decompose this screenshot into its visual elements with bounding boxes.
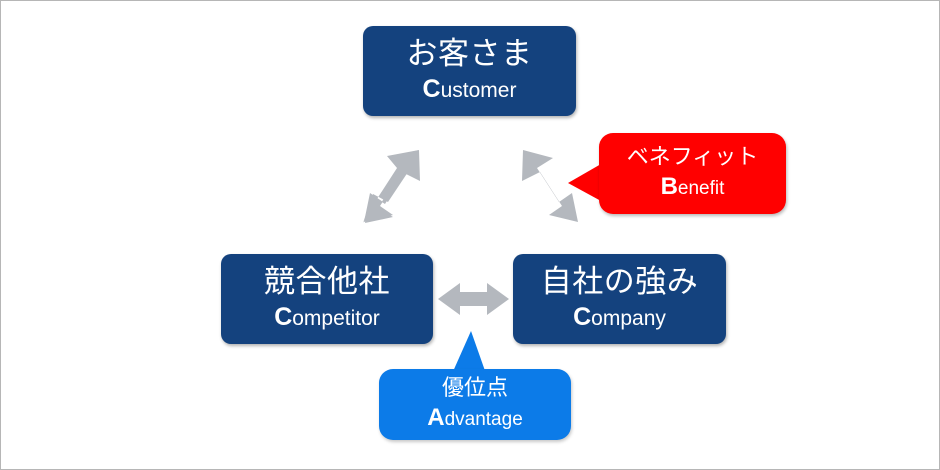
callout-benefit-en-rest: enefit	[677, 177, 725, 199]
node-competitor-en-initial: C	[274, 302, 293, 331]
node-customer-jp-label: お客さま	[406, 35, 533, 71]
node-competitor-en-rest: ompetitor	[292, 306, 380, 330]
node-customer-en-initial: C	[422, 74, 441, 103]
node-competitor-en-label: Competitor	[274, 301, 380, 334]
node-company-en-initial: C	[573, 302, 592, 331]
node-company-en-rest: ompany	[591, 306, 666, 330]
node-company-en-label: Company	[573, 301, 666, 334]
arrow-competitor-company	[438, 283, 509, 315]
callout-benefit-en-initial: B	[660, 172, 678, 200]
node-customer[interactable]: お客さま Customer	[363, 26, 576, 116]
callout-benefit-en-label: Benefit	[661, 172, 725, 202]
callout-advantage-en-rest: dvantage	[444, 408, 523, 430]
callout-benefit-jp-label: ベネフィット	[626, 144, 759, 170]
node-customer-en-rest: ustomer	[440, 78, 517, 102]
callout-advantage-jp-label: 優位点	[441, 375, 508, 401]
node-customer-en-label: Customer	[423, 73, 517, 106]
benefit-callout-tail	[568, 164, 601, 201]
arrow-customer-company	[522, 150, 578, 222]
node-company[interactable]: 自社の強み Company	[513, 254, 726, 344]
arrow-customer-competitor	[363, 150, 420, 223]
callout-advantage[interactable]: 優位点 Advantage	[379, 369, 571, 440]
node-company-jp-label: 自社の強み	[540, 263, 699, 299]
callout-advantage-en-initial: A	[427, 403, 445, 431]
node-competitor-jp-label: 競合他社	[264, 263, 390, 299]
node-competitor[interactable]: 競合他社 Competitor	[221, 254, 433, 344]
callout-advantage-en-label: Advantage	[427, 403, 523, 433]
callout-benefit[interactable]: ベネフィット Benefit	[599, 133, 786, 214]
